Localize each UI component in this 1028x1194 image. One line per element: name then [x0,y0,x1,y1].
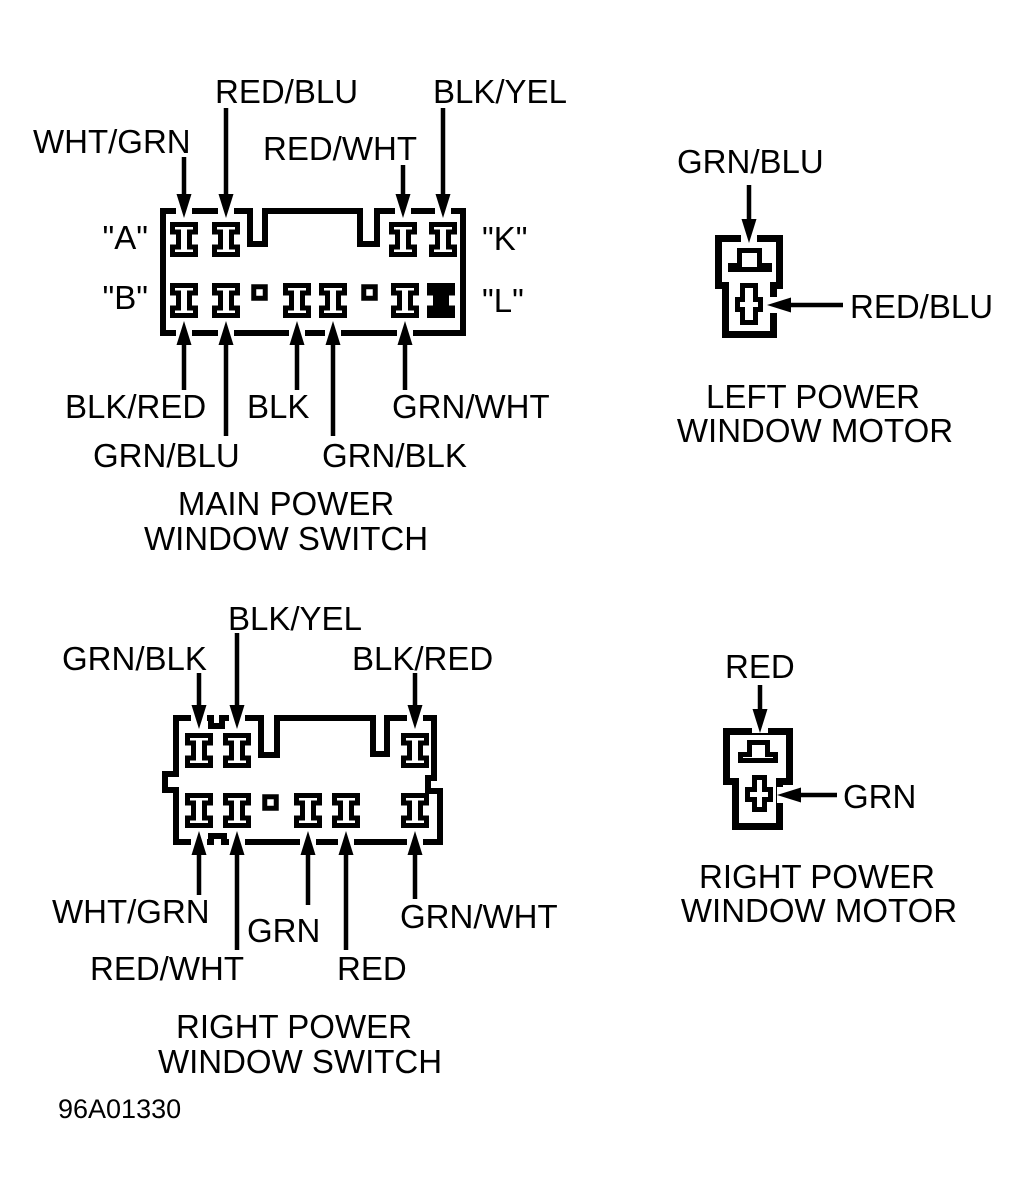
castle-terminal-pin [728,248,772,272]
terminal-pin [389,222,417,257]
wire-arrow [397,321,413,390]
terminal-pin [332,793,360,828]
wire-label-grn-blu: GRN/BLU [93,437,240,474]
wire-arrow [191,831,207,895]
blocked-terminal-pin [427,283,455,318]
wire-arrow [176,321,192,390]
left-motor-connector-outline [715,235,783,338]
wire-label-grn-wht: GRN/WHT [392,388,550,425]
main-switch-title-line1: MAIN POWER [177,485,395,522]
terminal-pin [212,222,240,257]
index-hole [262,794,279,811]
wire-label-blk: BLK [247,388,310,425]
wire-arrow [407,673,423,729]
wire-arrow [300,831,316,905]
wire-label-grn-motor: GRN [843,778,917,815]
wire-arrow [777,787,837,803]
wire-label-blk-yel: BLK/YEL [433,73,567,110]
index-hole [251,284,268,301]
wire-label-red-wht: RED/WHT [263,130,417,167]
terminal-pin [401,793,429,828]
terminal-pin [429,222,457,257]
left-motor-title-line1: LEFT POWER [706,378,920,415]
wire-label-red-rs: RED [337,950,407,987]
wire-arrow [218,321,234,436]
wire-arrow [752,685,768,733]
castle-terminal-pin [738,740,778,763]
wire-arrow [176,157,192,218]
wire-label-blk-red-rs: BLK/RED [352,640,494,677]
wire-label-blk-red: BLK/RED [65,388,207,425]
index-hole [361,284,378,301]
port-label-k: "K" [482,220,528,257]
terminal-pin [212,283,240,318]
terminal-pin [185,793,213,828]
terminal-pin [170,283,198,318]
port-label-b: "B" [102,279,148,316]
wire-arrow [218,108,234,218]
wire-label-red-blu-motor: RED/BLU [850,288,994,325]
terminal-pin [401,733,429,768]
terminal-pin [223,733,251,768]
terminal-pin [319,283,347,318]
terminal-pin [283,283,311,318]
wire-arrow [325,321,341,436]
terminal-pin [170,222,198,257]
right-motor-connector-outline [723,728,793,830]
terminal-pin [294,793,322,828]
main-switch-title-line2: WINDOW SWITCH [143,520,429,557]
wire-label-red-wht-rs: RED/WHT [90,950,244,987]
wire-arrow [395,165,411,218]
wire-arrow [229,633,245,729]
wire-arrow [338,831,354,950]
port-label-l: "L" [482,282,524,319]
port-label-a: "A" [102,219,148,256]
terminal-pin [391,283,419,318]
wire-label-red-motor: RED [725,648,795,685]
wire-label-grn-blk-rs: GRN/BLK [62,640,207,677]
wire-label-grn-rs: GRN [247,912,321,949]
wire-label-wht-grn: WHT/GRN [33,123,191,160]
cross-terminal-pin [745,775,773,812]
right-switch-title-line1: RIGHT POWER [176,1008,412,1045]
main-switch-connector-outline [160,208,466,336]
wire-label-blk-yel-rs: BLK/YEL [228,600,362,637]
terminal-pin [223,793,251,828]
wire-arrow [229,831,245,950]
diagram-id: 96A01330 [58,1094,182,1124]
wire-arrow [741,185,757,243]
wire-arrow [289,321,305,390]
wire-label-grn-blu-motor: GRN/BLU [677,143,824,180]
right-switch-title-line2: WINDOW SWITCH [157,1043,443,1080]
right-switch-connector-outline [162,715,443,845]
wire-label-red-blu: RED/BLU [215,73,359,110]
terminal-pin [185,733,213,768]
left-motor-title-line2: WINDOW MOTOR [676,412,954,449]
wire-arrow [767,297,843,313]
cross-terminal-pin [735,283,763,325]
wire-arrow [435,108,451,218]
wire-label-grn-wht-rs: GRN/WHT [400,898,558,935]
right-motor-title-line2: WINDOW MOTOR [680,892,958,929]
wire-label-grn-blk: GRN/BLK [322,437,467,474]
wire-label-wht-grn-rs: WHT/GRN [52,893,210,930]
right-motor-title-line1: RIGHT POWER [699,858,935,895]
wire-arrow [407,831,423,899]
wire-arrow [191,673,207,729]
